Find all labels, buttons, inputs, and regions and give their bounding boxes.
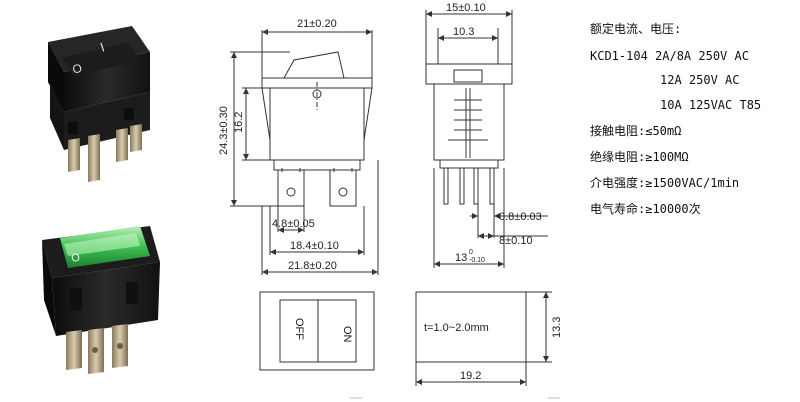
front-height-label: 24.3±0.30 [218, 106, 230, 155]
panel-view-drawing [415, 291, 552, 386]
spec-insulation-resistance: 绝缘电阻:≥100MΩ [590, 150, 689, 164]
side-view-drawing [425, 10, 548, 268]
side-bottom-tol-lower: -0.10 [469, 257, 485, 264]
side-inner-width-label: 10.3 [453, 26, 474, 38]
black-switch-photo: I O [48, 26, 150, 182]
front-width-top-label: 21±0.20 [297, 18, 337, 30]
spec-rating-line1: KCD1-104 2A/8A 250V AC [590, 49, 749, 63]
front-terminal-pitch-label: 18.4±0.10 [290, 240, 339, 252]
green-switch-photo: O [42, 226, 160, 374]
rocker-on-mark: I [98, 39, 106, 54]
spec-rating-title: 额定电流、电压: [590, 22, 682, 36]
panel-thickness-label: t=1.0~2.0mm [424, 322, 489, 334]
front-terminal-width-label: 4.8±0.05 [272, 218, 315, 230]
panel-width-label: 19.2 [460, 370, 481, 382]
front-view-drawing [230, 29, 379, 275]
front-body-height-label: 16.2 [233, 112, 245, 133]
cutout-view-drawing [259, 291, 375, 371]
rocker-off-mark: O [71, 61, 84, 77]
spec-rating-line2: 12A 250V AC [660, 73, 740, 87]
front-width-bottom-label: 21.8±0.20 [288, 260, 337, 272]
cutout-off-label: OFF [293, 318, 305, 340]
side-width-top-label: 15±0.10 [446, 2, 486, 14]
cutout-on-label: ON [341, 326, 353, 343]
spec-contact-resistance: 接触电阻:≤50mΩ [590, 124, 682, 138]
side-bottom-width-label: 13 [455, 252, 467, 264]
green-rocker-off-mark: O [70, 252, 81, 265]
spec-rating-line3: 10A 125VAC T85 [660, 98, 762, 112]
spec-dielectric-strength: 介电强度:≥1500VAC/1min [590, 176, 740, 190]
spec-electrical-life: 电气寿命:≥10000次 [590, 202, 701, 216]
panel-height-label: 13.3 [551, 317, 563, 338]
side-terminal-spacing-label: 8±0.10 [499, 235, 533, 247]
side-terminal-thickness-label: 0.8±0.03 [499, 211, 542, 223]
side-bottom-tol-upper: 0 [469, 249, 473, 256]
